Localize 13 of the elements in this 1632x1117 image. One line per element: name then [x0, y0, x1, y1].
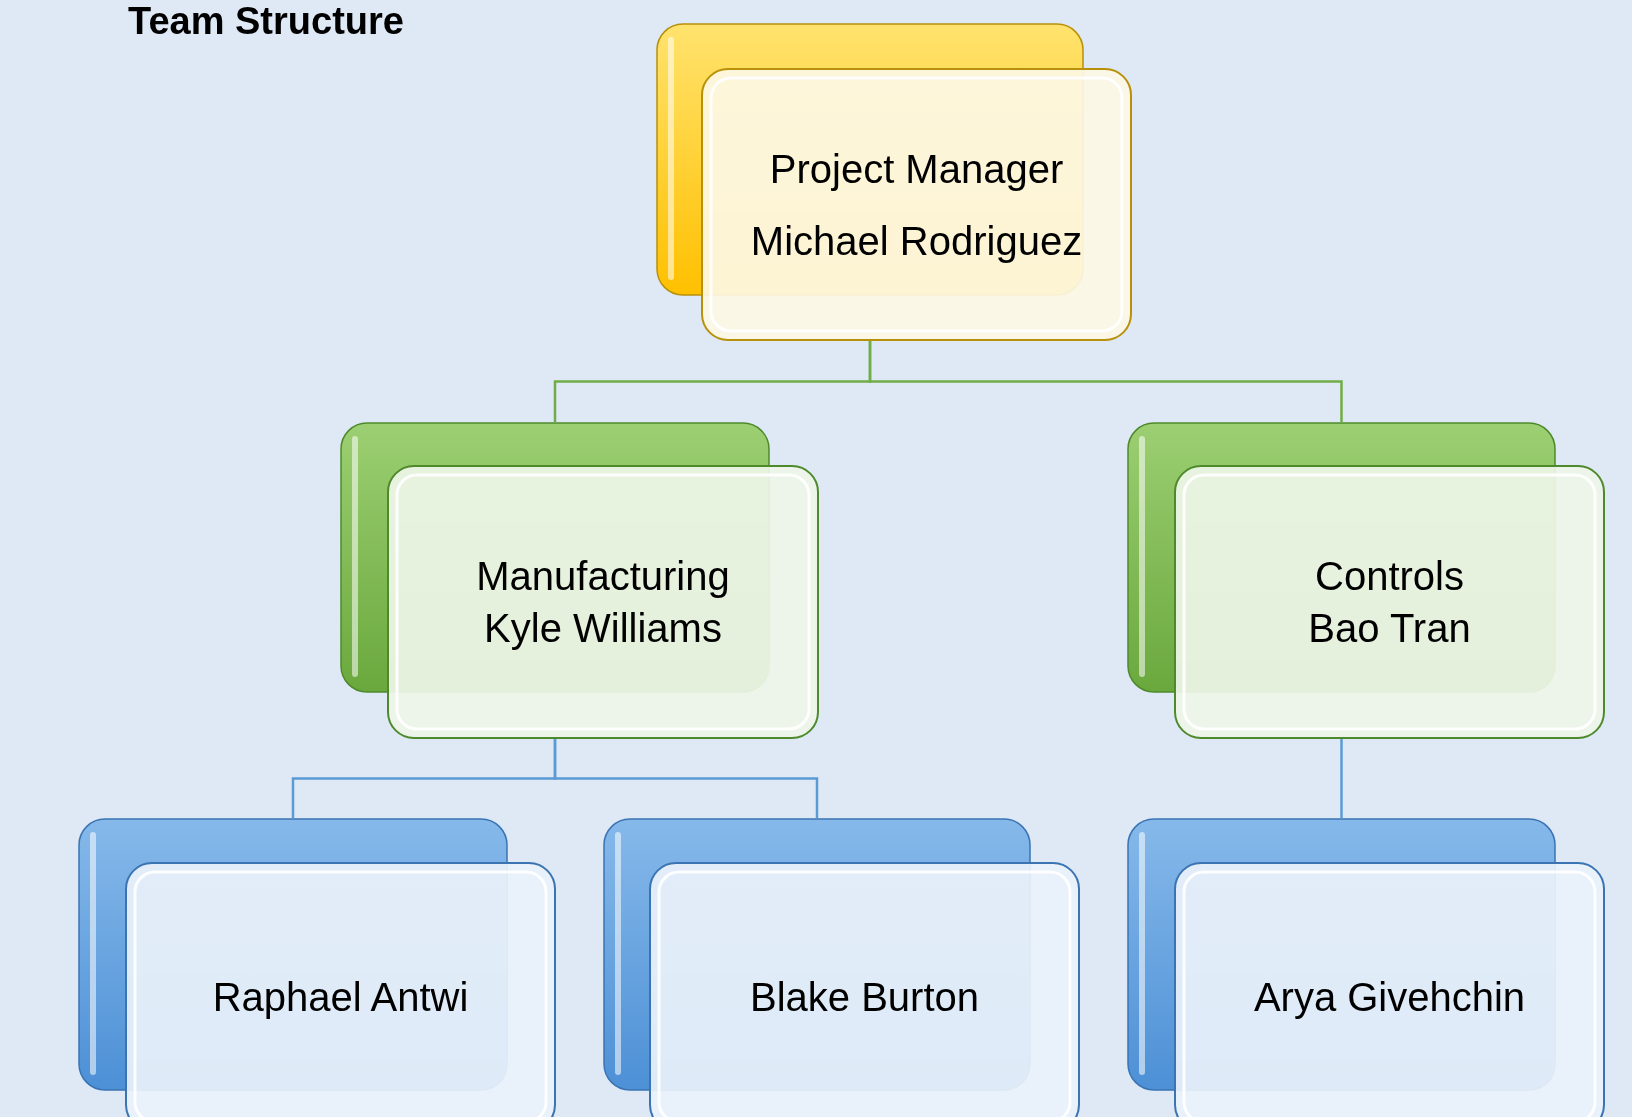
connector-line	[553, 739, 819, 818]
node-text: Manufacturing	[476, 553, 730, 600]
title: Team Structure	[128, 0, 404, 43]
node-text: Controls	[1315, 553, 1464, 600]
node-text: Raphael Antwi	[212, 974, 469, 1021]
node-text: Project Manager	[769, 145, 1064, 193]
node-text: Bao Tran	[1308, 605, 1471, 652]
node-text: Michael Rodriguez	[750, 217, 1083, 265]
connector-line	[1340, 739, 1343, 818]
node-text: Arya Givehchin	[1253, 974, 1526, 1021]
connector-line	[868, 341, 1343, 422]
node-text: Blake Burton	[750, 974, 979, 1021]
node-text: Kyle Williams	[484, 605, 722, 652]
